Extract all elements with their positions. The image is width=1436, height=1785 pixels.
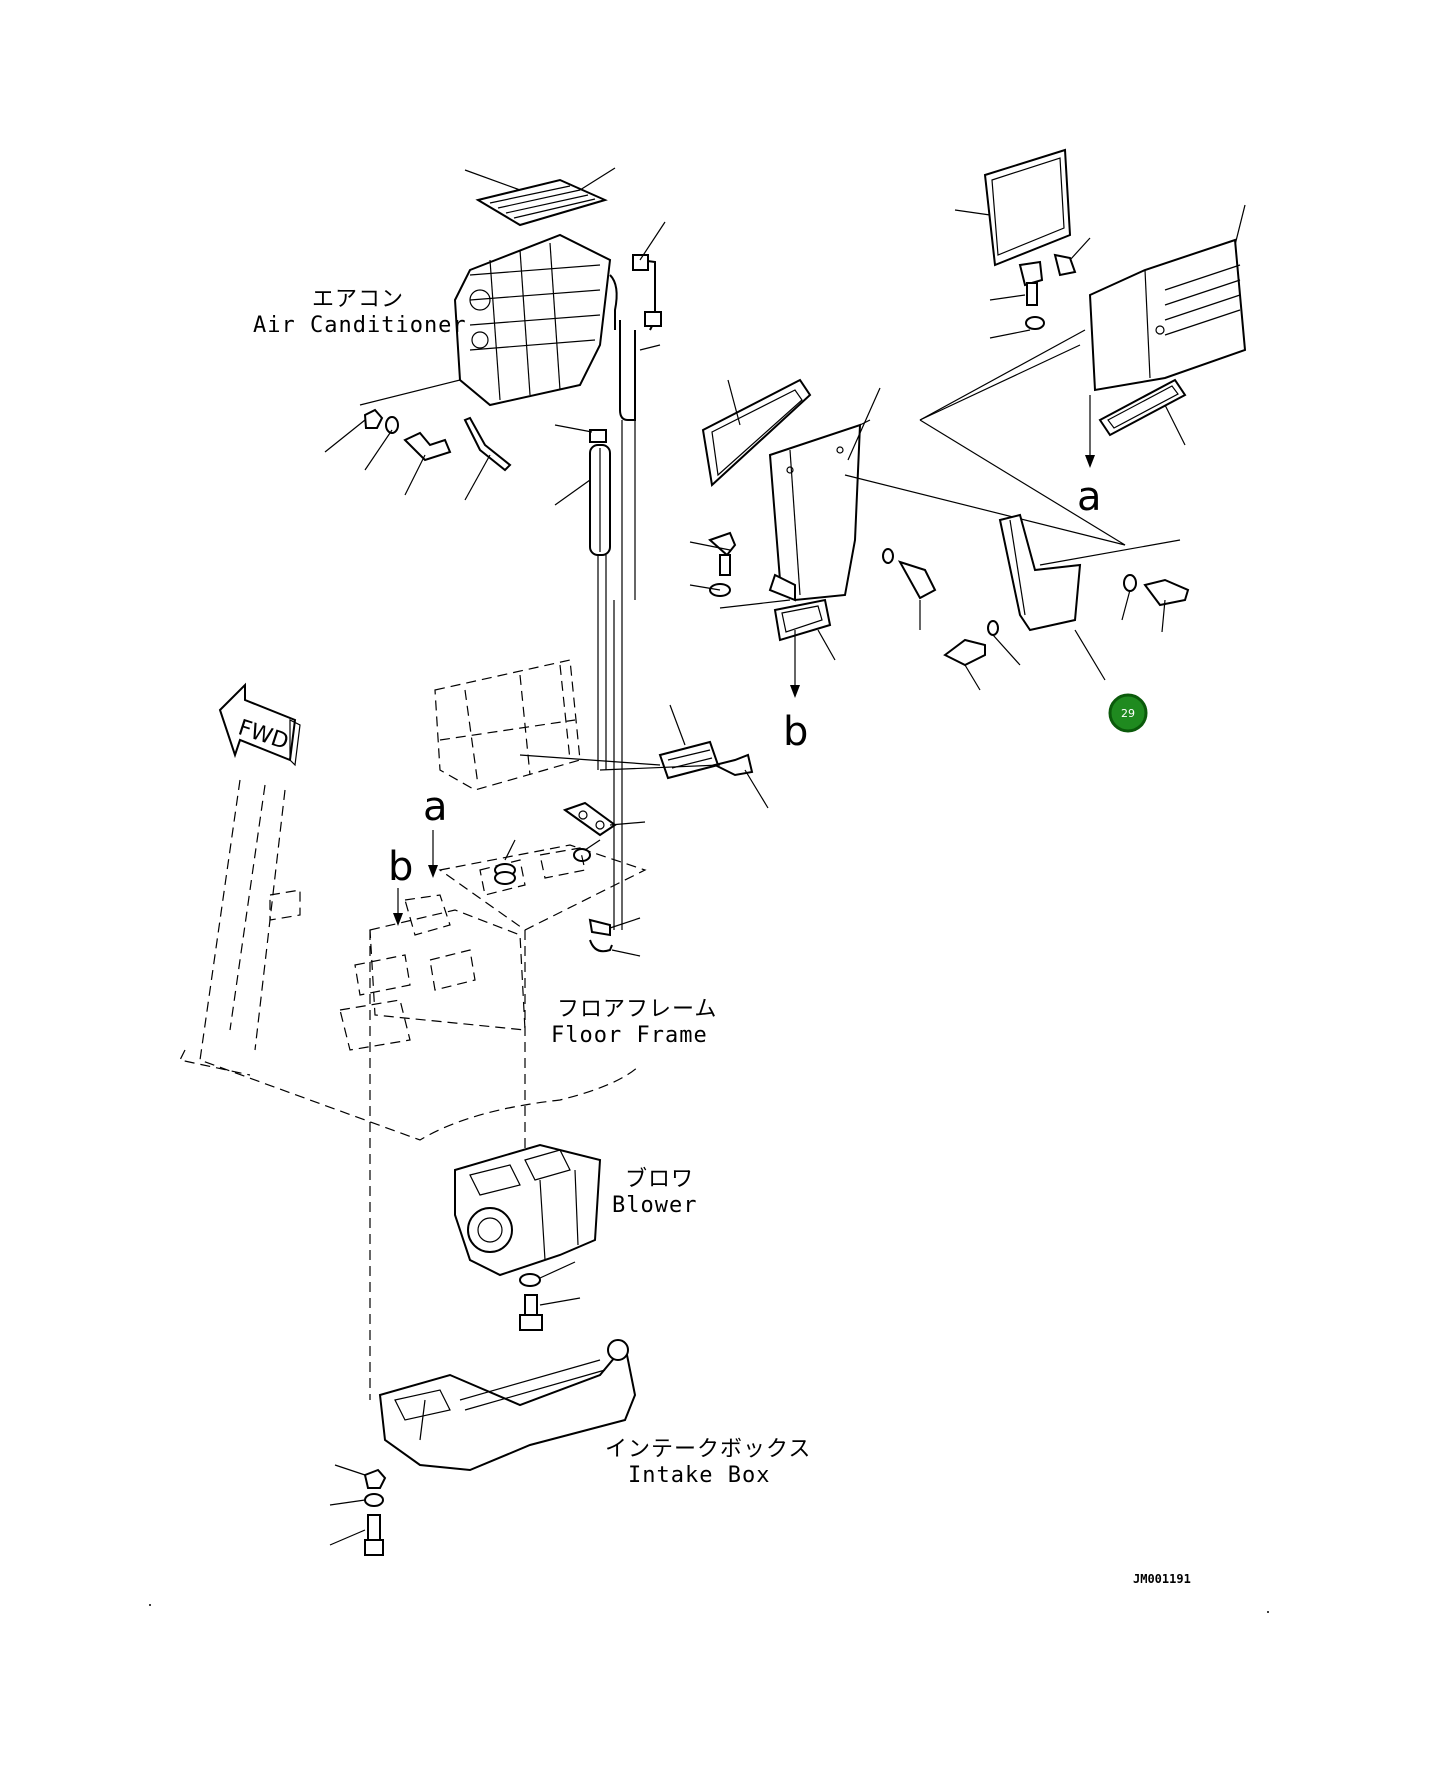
- leader-lines-floor-parts: [504, 821, 646, 957]
- bolt-ac: [403, 431, 452, 462]
- arrow-a-lower: [428, 830, 438, 878]
- reference-a-lower: a: [423, 784, 448, 830]
- arrow-a-top: [1085, 395, 1095, 468]
- washer-right-top: [1025, 316, 1045, 330]
- highlight-callout[interactable]: 29: [1108, 693, 1148, 733]
- bolt-control-panel: [712, 753, 754, 777]
- hose-pair: [589, 444, 611, 556]
- washer-plate-right: [1123, 574, 1137, 592]
- washer-blower: [519, 1273, 541, 1287]
- blower-label-en: Blower: [612, 1193, 697, 1218]
- leader-lines-plate: [919, 329, 1181, 691]
- leader-lines-blower: [539, 1261, 581, 1306]
- highlight-number: 29: [1121, 707, 1135, 720]
- washer-intake: [364, 1493, 384, 1507]
- vertical-pipe-lines: [597, 420, 636, 930]
- air-conditioner-unit: [453, 233, 612, 407]
- floor-frame-label-en: Floor Frame: [551, 1023, 708, 1048]
- arrow-b-top: [790, 630, 800, 698]
- mounting-plate: [998, 513, 1082, 632]
- reference-a-top: a: [1077, 474, 1102, 520]
- clips-lower: [588, 918, 613, 953]
- control-panel: [658, 740, 720, 780]
- leader-lines-duct: [689, 379, 1126, 661]
- fwd-arrow: [218, 682, 301, 767]
- corner-mark-left: [149, 1604, 151, 1606]
- corner-mark-right: [1267, 1611, 1269, 1613]
- floor-frame-label-jp: フロアフレーム: [557, 997, 717, 1022]
- bolt-duct-left: [708, 531, 737, 576]
- washer-ac: [385, 416, 399, 434]
- nut-ac: [363, 408, 384, 429]
- drawing-id: JM001191: [1133, 1572, 1191, 1586]
- duct-gasket-bottom: [773, 598, 832, 642]
- reference-b-top: b: [783, 709, 808, 755]
- blower-label-jp: ブロワ: [625, 1167, 694, 1192]
- floor-frame: [179, 779, 647, 1400]
- clip: [589, 429, 607, 443]
- blower-unit: [454, 1143, 602, 1277]
- duct-gasket-top: [701, 378, 812, 487]
- nut-intake: [363, 1468, 387, 1489]
- intake-box-label-jp: インテークボックス: [605, 1437, 811, 1462]
- dashed-housing: [434, 659, 581, 791]
- bolt-plate-right: [1143, 578, 1190, 607]
- cover-plate: [562, 801, 617, 837]
- air-filter-top: [475, 178, 608, 227]
- leader-lines-intake: [329, 1464, 366, 1546]
- leader-lines-ac: [324, 167, 666, 506]
- filter-panel-right: [983, 148, 1072, 267]
- intake-box-label-en: Intake Box: [628, 1463, 770, 1488]
- heater-box: [1088, 238, 1247, 392]
- reference-b-lower: b: [388, 844, 413, 890]
- bolt-right-top: [1018, 260, 1044, 306]
- leader-lines-right: [919, 204, 1246, 446]
- bolt-intake: [364, 1514, 384, 1556]
- washer-duct-right: [882, 548, 894, 564]
- leader-lines-mid: [519, 704, 769, 809]
- bolt-duct-right: [897, 560, 937, 600]
- heater-gasket: [1098, 378, 1187, 437]
- washer-plate-left: [987, 620, 999, 636]
- bolt-blower: [519, 1294, 543, 1331]
- bolt-plate-left: [943, 638, 986, 667]
- air-conditioner-label-jp: エアコン: [312, 287, 404, 312]
- intake-box: [378, 1339, 637, 1472]
- duct: [768, 419, 871, 602]
- pipe-assembly: [463, 254, 662, 472]
- air-conditioner-label-en: Air Canditioner: [253, 313, 467, 338]
- arrow-b-lower: [393, 888, 403, 926]
- highlight-circle[interactable]: [1108, 693, 1148, 733]
